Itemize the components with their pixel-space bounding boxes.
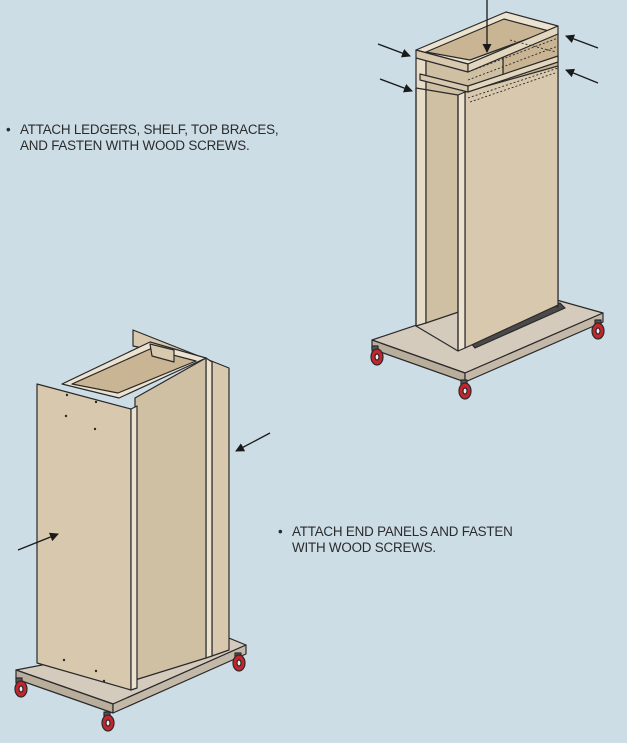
hidden-lines xyxy=(467,37,559,103)
frame-interior xyxy=(134,357,207,681)
arrow-icon xyxy=(565,68,599,84)
caster-wheel-icon xyxy=(14,677,28,698)
step-1-line-1: ATTACH LEDGERS, SHELF, TOP BRACES, xyxy=(20,122,279,137)
caster-wheel-icon xyxy=(101,711,115,732)
caster-wheel-icon xyxy=(458,379,472,400)
arrows-top xyxy=(377,0,599,93)
bullet: • xyxy=(278,524,283,539)
front-post xyxy=(415,87,459,352)
arrow-icon xyxy=(235,432,271,452)
step-2-line-2: WITH WOOD SCREWS. xyxy=(292,540,436,555)
step-2-line-1: ATTACH END PANELS AND FASTEN xyxy=(292,524,513,539)
corner-post-left xyxy=(415,54,427,327)
ledger-shelf xyxy=(419,55,559,93)
caster-wheel-icon xyxy=(591,319,605,340)
instruction-step-1: • ATTACH LEDGERS, SHELF, TOP BRACES, AND … xyxy=(6,122,279,154)
caster-wheel-icon xyxy=(370,345,384,366)
arrows-bottom xyxy=(17,432,271,551)
instruction-step-2: • ATTACH END PANELS AND FASTEN WITH WOOD … xyxy=(278,524,513,556)
top-braces xyxy=(61,341,207,399)
end-panel-left-edge xyxy=(130,405,138,691)
arrow-icon xyxy=(17,532,59,551)
figure-top-assembly xyxy=(370,11,605,400)
step-1-line-2: AND FASTEN WITH WOOD SCREWS. xyxy=(20,138,250,153)
arrow-icon xyxy=(565,34,599,49)
figure-bottom-assembly xyxy=(14,329,247,732)
bullet: • xyxy=(6,122,11,137)
side-panel-front-edge xyxy=(457,91,466,352)
end-panel-right-edge xyxy=(205,357,213,659)
arrow-icon xyxy=(377,43,411,58)
arrow-icon xyxy=(379,78,413,93)
screw-holes xyxy=(62,393,106,683)
side-panel-front xyxy=(464,65,559,349)
caster-wheel-icon xyxy=(232,652,246,672)
